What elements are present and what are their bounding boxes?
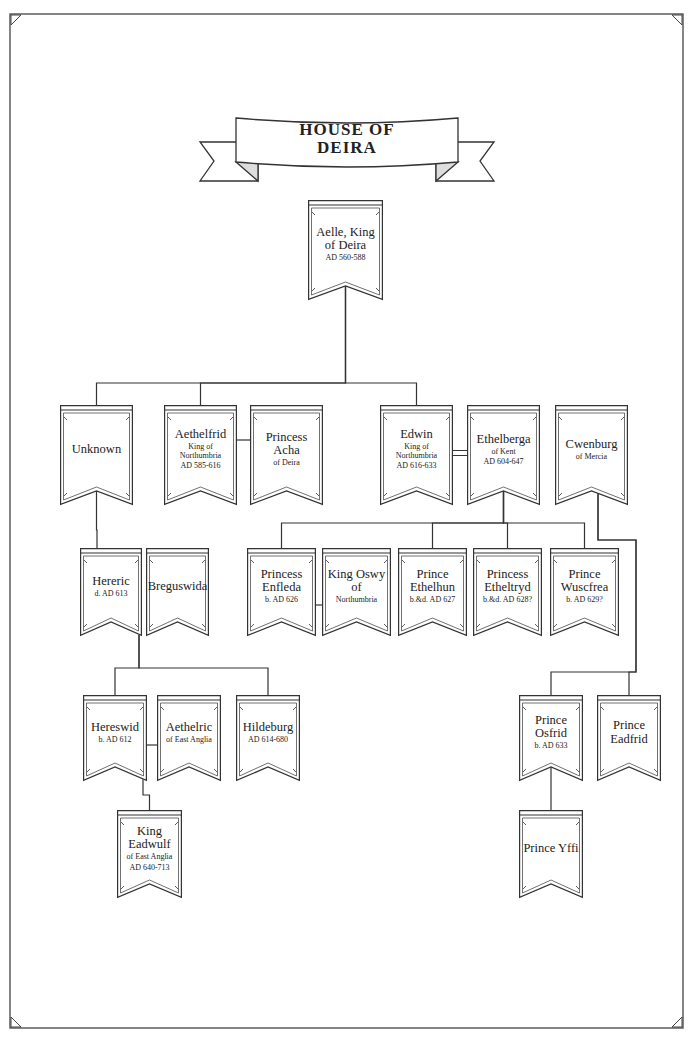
person-detail: d. AD 613	[94, 590, 127, 598]
person-detail: b. AD 612	[98, 736, 131, 744]
banner-node: Princess Enfleda b. AD 626	[247, 548, 316, 636]
person-detail: AD 585-616	[180, 462, 220, 470]
banner-node: Princess Etheltryd b.&d. AD 628?	[473, 548, 542, 636]
person-detail: AD 614-680	[248, 736, 288, 744]
person-name: Prince Wuscfrea	[554, 568, 615, 594]
person-detail: b.&d. AD 627	[410, 596, 455, 604]
descent-line	[96, 491, 98, 548]
person-detail: AD 640-713	[129, 864, 169, 872]
person-name: Princess Acha	[254, 431, 319, 457]
banner-node: Hereric d. AD 613	[80, 548, 142, 636]
person-detail: of East Anglia	[127, 853, 173, 861]
marriage-line	[453, 451, 467, 456]
person-name: King Eadwulf	[121, 825, 178, 851]
person-name: Unknown	[72, 443, 121, 456]
person-name: Aethelfrid	[175, 428, 226, 441]
descent-line	[346, 286, 417, 405]
banner-node: AethelfridKing of Northumbria AD 585-616	[164, 405, 237, 505]
person-detail: b.&d. AD 628?	[483, 596, 532, 604]
descent-line	[504, 491, 585, 548]
marriage-line	[237, 439, 250, 440]
banner-node: King Eadwulf of East Anglia AD 640-713	[117, 810, 182, 898]
banner-node: Prince Osfrid b. AD 633	[519, 695, 583, 781]
person-name: Breguswida	[148, 580, 208, 593]
person-detail: of East Anglia	[166, 736, 212, 744]
person-detail: King of Northumbria	[384, 443, 449, 460]
person-name: Princess Enfleda	[251, 568, 312, 594]
person-detail: King of Northumbria	[168, 443, 233, 460]
person-name: Hereric	[92, 575, 129, 588]
banner-node: Prince Eadfrid	[597, 695, 661, 781]
person-detail: b. AD 629?	[566, 596, 603, 604]
person-name: King Oswy of	[326, 568, 387, 594]
banner-node: Unknown	[60, 405, 133, 505]
banner-node: Prince Yffi	[519, 810, 583, 898]
title-text: HOUSE OF DEIRA	[297, 121, 397, 157]
descent-line	[115, 635, 139, 695]
person-detail: AD 560-588	[325, 254, 365, 262]
person-detail: b. AD 633	[534, 742, 567, 750]
banner-node: Prince Ethelhun b.&d. AD 627	[398, 548, 467, 636]
person-detail: of Deira	[273, 459, 299, 467]
person-detail: AD 604-647	[483, 458, 523, 466]
person-name: Aethelric	[166, 721, 213, 734]
person-name: Cwenburg	[566, 438, 618, 451]
person-detail: Northumbria	[336, 596, 377, 604]
person-detail: of Kent	[491, 448, 515, 456]
descent-line	[550, 767, 551, 810]
banner-node: Princess Acha of Deira	[250, 405, 323, 505]
descent-line	[139, 635, 268, 695]
person-detail: b. AD 626	[265, 596, 298, 604]
banner-node: Ethelberga of Kent AD 604-647	[467, 405, 540, 505]
person-name: Princess Etheltryd	[477, 568, 538, 594]
person-detail: AD 616-633	[396, 462, 436, 470]
descent-line	[551, 493, 636, 695]
person-name: Prince Eadfrid	[601, 719, 657, 745]
person-name: Edwin	[400, 428, 433, 441]
banner-node: Hildeburg AD 614-680	[236, 695, 300, 781]
person-name: Prince Yffi	[523, 842, 578, 855]
person-name: Hildeburg	[243, 721, 293, 734]
banner-node: King Oswy of Northumbria	[322, 548, 391, 636]
banner-node: Hereswid b. AD 612	[83, 695, 147, 781]
marriage-line	[316, 604, 322, 605]
banner-node: Aelle, King of Deira AD 560-588	[308, 200, 383, 300]
title-ribbon	[200, 118, 494, 181]
person-name: Aelle, King of Deira	[312, 226, 379, 252]
descent-line	[97, 286, 346, 405]
person-name: Prince Ethelhun	[402, 568, 463, 594]
person-name: Ethelberga	[477, 433, 531, 446]
banner-node: EdwinKing of Northumbria AD 616-633	[380, 405, 453, 505]
banner-node: Aethelric of East Anglia	[157, 695, 221, 781]
descent-line	[201, 286, 346, 405]
person-name: Prince Osfrid	[523, 714, 579, 740]
marriage-line	[147, 744, 157, 745]
person-name: Hereswid	[91, 721, 139, 734]
banner-node: Prince Wuscfrea b. AD 629?	[550, 548, 619, 636]
person-detail: of Mercia	[576, 453, 607, 461]
banner-node: Cwenburg of Mercia	[555, 405, 628, 505]
banner-node: Breguswida	[146, 548, 209, 636]
descent-line	[143, 779, 150, 810]
